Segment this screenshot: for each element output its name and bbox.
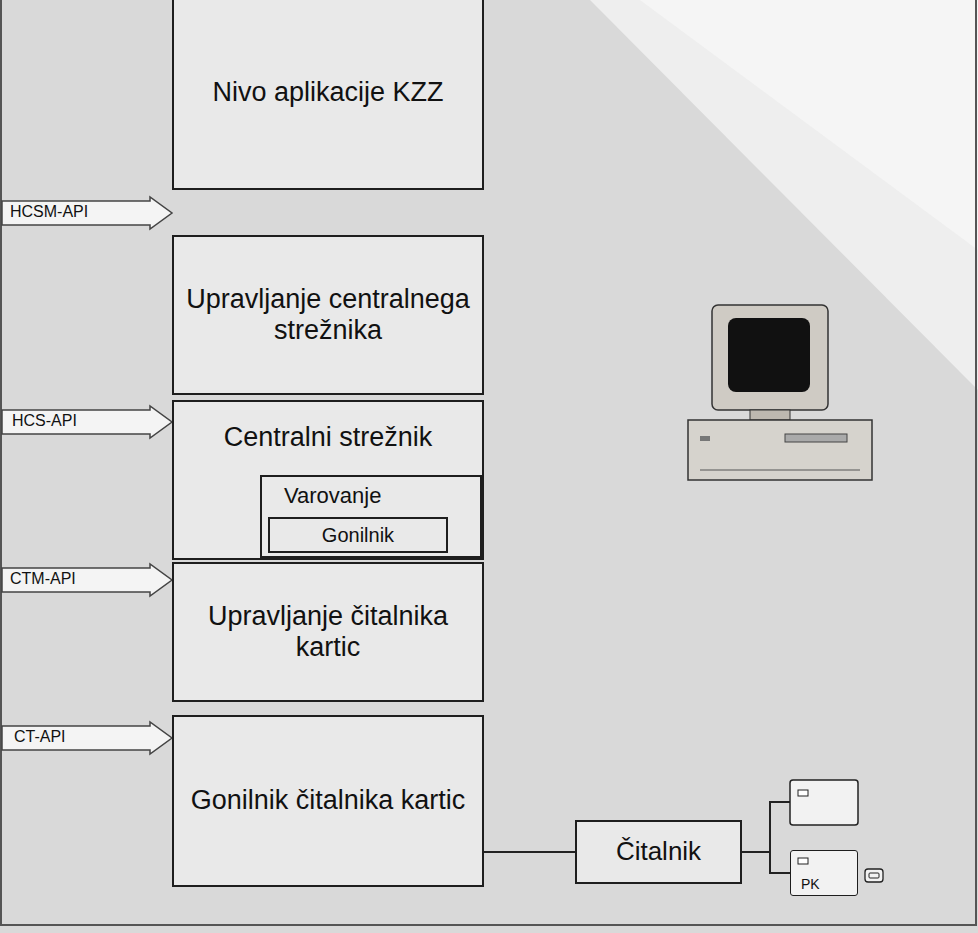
connector-line <box>484 851 575 853</box>
card-fill <box>790 850 858 896</box>
api-label: CTM-API <box>10 570 76 588</box>
module-box: VarovanjeGonilnik <box>260 475 482 558</box>
card-chip <box>798 858 808 864</box>
light-wedge <box>640 0 978 250</box>
small-card-icon <box>869 873 879 878</box>
box-label: Centralni strežnik <box>224 422 433 453</box>
box-label: Varovanje <box>284 483 381 508</box>
computer-icon <box>688 305 872 480</box>
api-label: CT-API <box>14 728 66 746</box>
box-label: Nivo aplikacije KZZ <box>212 77 443 108</box>
box-label: Upravljanje čitalnika kartic <box>182 601 474 663</box>
api-arrow <box>2 564 172 596</box>
layer-box: Upravljanje centralnega strežnika <box>172 235 484 395</box>
connector-line <box>742 852 790 873</box>
card-wire <box>770 802 790 852</box>
box-label: Čitalnik <box>616 837 701 867</box>
api-arrow <box>2 722 172 754</box>
api-arrow <box>2 406 172 438</box>
layer-box: Gonilnik čitalnika kartic <box>172 715 484 887</box>
api-arrow <box>2 197 172 229</box>
api-label: HCS-API <box>12 412 77 430</box>
reader-box: Čitalnik <box>575 820 742 884</box>
layer-box: Centralni strežnikVarovanjeGonilnik <box>172 400 484 560</box>
box-label: PK <box>801 876 820 892</box>
module-box: Gonilnik <box>268 517 448 553</box>
small-card-icon <box>865 869 883 882</box>
smart-card: PK <box>790 850 858 896</box>
box-label: Upravljanje centralnega strežnika <box>182 284 474 346</box>
box-label: Gonilnik <box>322 524 394 547</box>
layer-box: Nivo aplikacije KZZ <box>172 0 484 190</box>
card-chip <box>798 790 808 796</box>
box-label: Gonilnik čitalnika kartic <box>191 785 466 816</box>
layer-box: Upravljanje čitalnika kartic <box>172 562 484 702</box>
api-label: HCSM-API <box>10 203 88 221</box>
smart-card <box>790 780 858 825</box>
